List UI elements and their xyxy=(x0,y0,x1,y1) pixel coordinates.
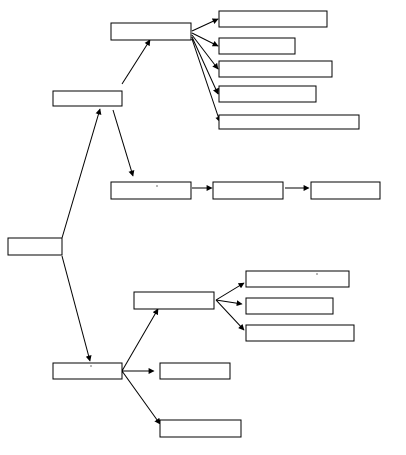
edge-childtop-leaf3 xyxy=(191,34,219,70)
edge-root-lower xyxy=(61,255,92,362)
mark-dot-mid-chain-1 xyxy=(156,185,158,187)
edge-lchildtop-leaf2 xyxy=(215,299,243,307)
edge-upper-childtop xyxy=(121,39,151,85)
node-upper-branch xyxy=(52,90,123,107)
edge-childtop-leaf2 xyxy=(191,32,219,47)
edge-childtop-leaf4 xyxy=(191,36,219,95)
node-leaf-lower-1 xyxy=(245,270,350,288)
edges-layer xyxy=(61,18,310,425)
node-leaf-upper-4 xyxy=(218,85,317,103)
node-lower-branch xyxy=(52,362,123,380)
nodes-layer xyxy=(7,10,381,438)
edge-root-upper xyxy=(61,108,102,239)
edge-lchildtop-leaf3 xyxy=(215,299,245,331)
node-leaf-lower-2 xyxy=(245,297,334,315)
node-leaf-upper-2 xyxy=(218,37,296,55)
node-leaf-upper-3 xyxy=(218,60,333,78)
node-lower-child-top xyxy=(133,291,215,310)
node-lower-child-mid xyxy=(159,362,231,380)
edge-lchildtop-leaf1 xyxy=(215,282,245,301)
node-mid-chain-1 xyxy=(110,181,192,200)
edge-upper-midchain xyxy=(112,109,135,177)
node-root xyxy=(7,237,63,256)
node-leaf-upper-5 xyxy=(218,114,360,130)
edge-childtop-leaf1 xyxy=(191,18,219,32)
edge-lower-childbottom xyxy=(121,370,161,425)
mark-dot-leaf-lower-1 xyxy=(316,273,318,275)
node-lower-child-bottom xyxy=(159,419,242,438)
mark-dot-lower-branch xyxy=(90,365,92,367)
edge-lower-childtop xyxy=(121,308,159,372)
node-upper-child-top xyxy=(110,22,192,41)
edge-childtop-leaf5 xyxy=(191,38,222,123)
small-marks-layer xyxy=(90,185,318,367)
node-mid-chain-3 xyxy=(310,181,381,200)
node-leaf-lower-3 xyxy=(245,324,355,342)
node-mid-chain-2 xyxy=(212,181,284,200)
node-leaf-upper-1 xyxy=(218,10,328,28)
